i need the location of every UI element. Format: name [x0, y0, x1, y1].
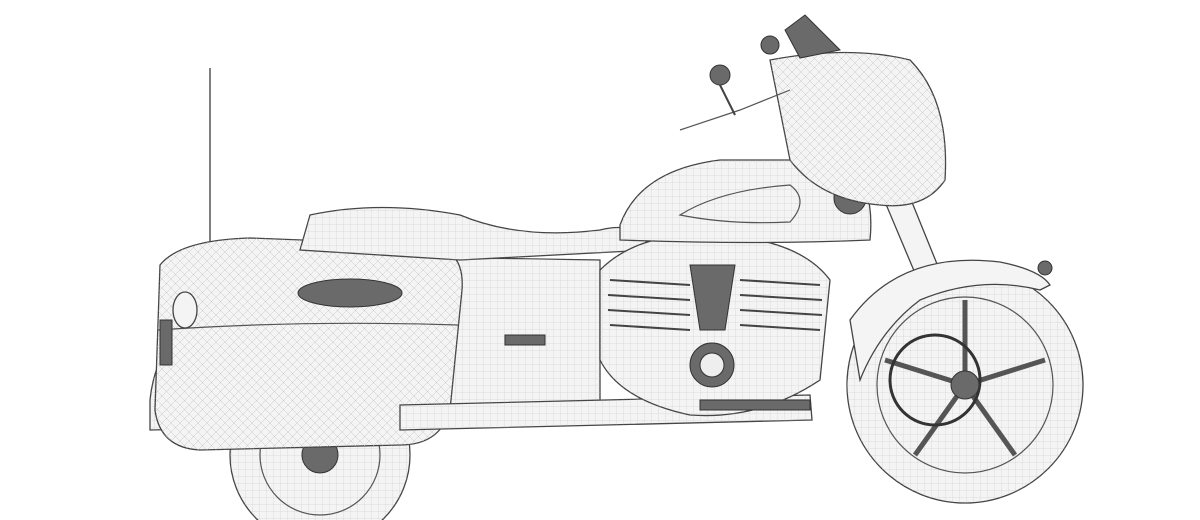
fairing — [769, 14, 947, 207]
tank-emblem — [678, 184, 801, 224]
handlebar — [679, 35, 791, 131]
rider-footboard — [699, 399, 811, 411]
tail-light — [172, 291, 198, 329]
front-fender — [849, 259, 1051, 383]
mirror — [709, 64, 731, 86]
engine — [599, 233, 831, 417]
windshield — [784, 14, 842, 59]
fuel-tank — [619, 159, 872, 244]
front-wheel — [846, 266, 1084, 504]
passenger-footrest — [504, 334, 546, 346]
saddlebag-badge — [297, 278, 403, 308]
license-bracket — [159, 319, 173, 366]
mirror — [760, 35, 780, 55]
saddlebag — [154, 237, 463, 451]
turn-signal — [1037, 260, 1053, 276]
